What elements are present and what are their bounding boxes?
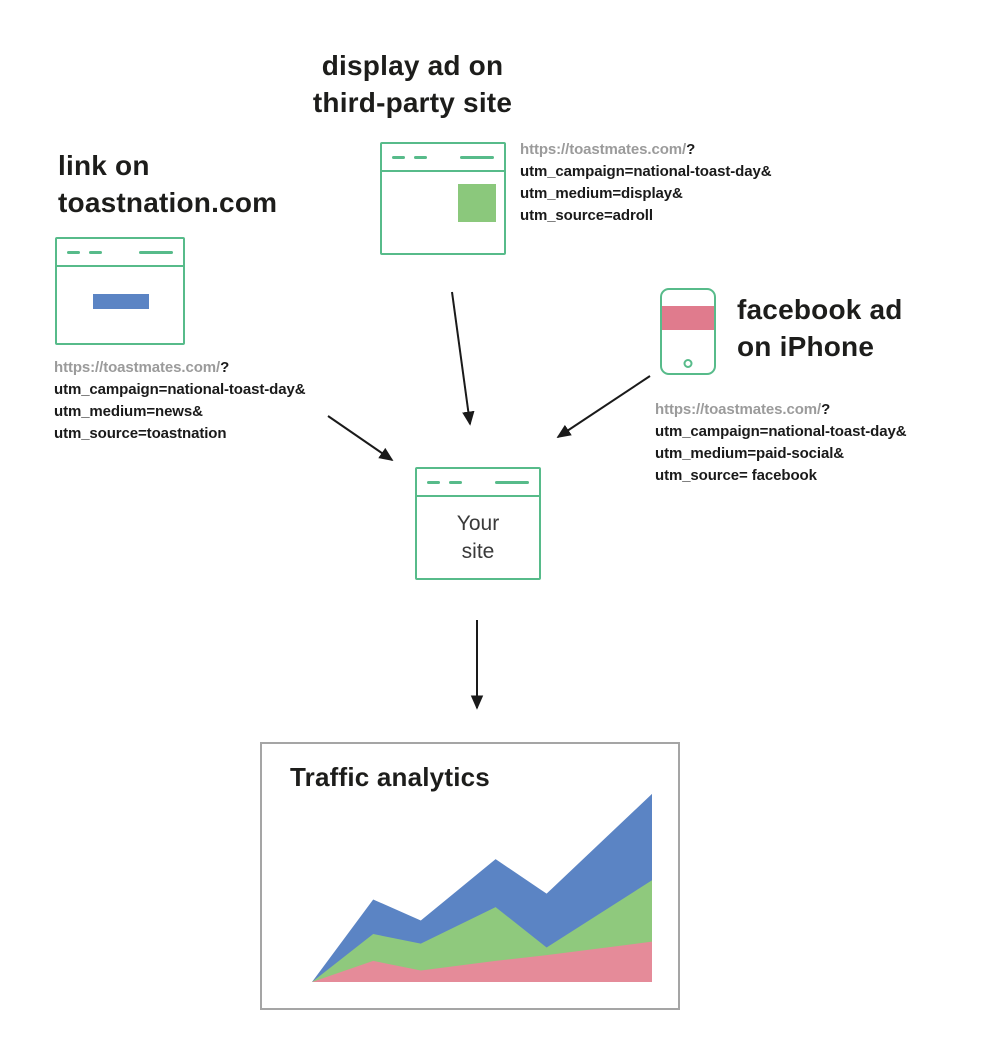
traffic-analytics-box: Traffic analytics [260,742,680,1010]
arrow-facebook-to-site [556,375,651,438]
heading-line: on iPhone [737,330,875,362]
url-line: https://toastmates.com/? [655,399,906,421]
your-site-label: Your site [417,497,539,578]
utm-line: utm_medium=display& [520,185,683,202]
traffic-chart [312,793,652,982]
utm-line: utm_campaign=national-toast-day& [54,381,306,398]
utm-block-display-ad: https://toastmates.com/? utm_campaign=na… [520,139,772,227]
heading-facebook-ad: facebook ad on iPhone [737,292,967,366]
url-query-mark: ? [686,141,696,158]
heading-line: display ad on [321,50,504,81]
toolbar-dash-icon [67,251,80,254]
arrow-toastnation-to-site [327,415,394,462]
toolbar-dash-icon [89,251,102,254]
utm-line: utm_campaign=national-toast-day& [655,423,907,440]
utm-line: utm_source=toastnation [54,425,227,442]
toolbar-dash-icon [427,481,440,484]
utm-line: utm_campaign=national-toast-day& [520,163,772,180]
chart-series-pink [312,941,652,982]
arrow-display-to-site [451,291,475,426]
heading-line: facebook ad [737,294,903,325]
heading-display-ad: display ad on third-party site [240,48,585,122]
toolbar-line-icon [139,251,173,254]
utm-block-facebook: https://toastmates.com/? utm_campaign=na… [655,399,907,487]
utm-line: utm_source= facebook [655,467,817,484]
browser-content [57,267,183,343]
toolbar-dash-icon [392,156,405,159]
browser-content [382,172,504,253]
phone-icon [660,288,716,375]
browser-toolbar [417,469,539,497]
your-site-window: Your site [415,467,541,580]
url-query-mark: ? [821,401,831,418]
link-rect-icon [93,294,149,309]
url-gray-text: https://toastmates.com/ [655,401,822,418]
heading-line: toastnation.com [58,186,278,218]
url-gray-text: https://toastmates.com/ [54,359,221,376]
home-button-icon [683,359,693,368]
heading-toastnation-link: link on toastnation.com [58,148,318,222]
utm-line: utm_medium=paid-social& [655,445,844,462]
display-ad-square-icon [458,184,496,222]
toolbar-dash-icon [449,481,462,484]
browser-window-icon-toastnation [55,237,185,345]
toolbar-dash-icon [414,156,427,159]
heading-line: third-party site [312,86,513,118]
facebook-ad-band-icon [662,306,714,330]
toolbar-line-icon [495,481,529,484]
utm-line: utm_medium=news& [54,403,203,420]
heading-line: link on [58,150,150,181]
site-label-line: Your [456,512,500,536]
url-line: https://toastmates.com/? [54,357,305,379]
url-gray-text: https://toastmates.com/ [520,141,687,158]
toolbar-line-icon [460,156,494,159]
browser-toolbar [382,144,504,172]
traffic-analytics-title: Traffic analytics [290,762,490,792]
url-query-mark: ? [220,359,230,376]
utm-block-toastnation: https://toastmates.com/? utm_campaign=na… [54,357,306,445]
browser-toolbar [57,239,183,267]
site-label-line: site [461,539,495,563]
browser-window-icon-display-ad [380,142,506,255]
url-line: https://toastmates.com/? [520,139,771,161]
utm-line: utm_source=adroll [520,207,653,224]
